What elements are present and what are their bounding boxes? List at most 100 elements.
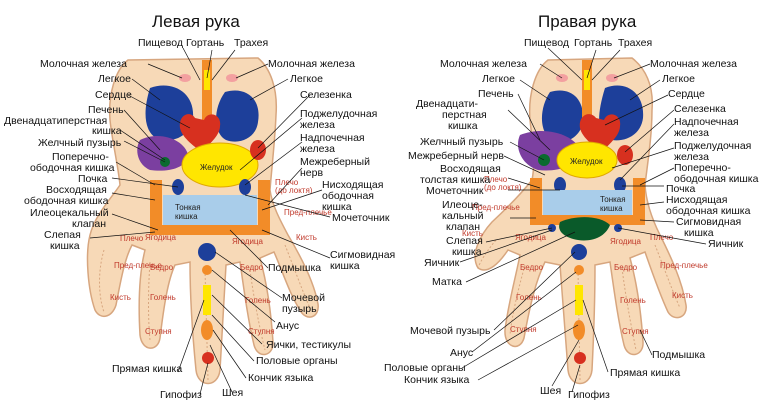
left-leader-lines bbox=[89, 47, 331, 395]
mammary-organ bbox=[179, 74, 191, 82]
label-ileocecal-r3: клапан bbox=[446, 221, 480, 233]
stomach-organ bbox=[181, 142, 259, 188]
left-hand-title: Левая рука bbox=[152, 12, 240, 31]
label-larynx-l: Гортань bbox=[186, 37, 225, 49]
label-lung-l1: Легкое bbox=[98, 73, 131, 85]
left-finger-dotted-lines bbox=[99, 244, 311, 381]
label-ileocecal-r1: Илеоце- bbox=[442, 199, 483, 211]
zone-foot-l: Ступня bbox=[145, 327, 172, 336]
pituitary-organ-r bbox=[574, 352, 586, 364]
label-pituitary-r: Гипофиз bbox=[568, 389, 610, 401]
label-trachea-l: Трахея bbox=[234, 37, 268, 49]
left-lung-organ-r bbox=[541, 90, 584, 142]
pituitary-organ bbox=[202, 352, 214, 364]
mammary-organ-2 bbox=[226, 74, 238, 82]
label-lung-l2: Легкое bbox=[290, 73, 323, 85]
label-duodenum-r2: перстная bbox=[442, 109, 487, 121]
label-mammary-r1: Молочная железа bbox=[440, 58, 527, 70]
uterus-organ bbox=[559, 217, 610, 241]
colon-organ-r bbox=[530, 178, 645, 225]
label-tongue-r: Кончик языка bbox=[404, 374, 469, 386]
mammary-organ-r2 bbox=[606, 74, 618, 82]
right-hand-title: Правая рука bbox=[538, 12, 637, 31]
stomach-label-r: Желудок bbox=[570, 157, 603, 166]
label-ascending-l1: Восходящая bbox=[46, 184, 107, 196]
zone-forearm-r2: Пред-плечье bbox=[660, 261, 708, 270]
label-lung-r2: Легкое bbox=[662, 73, 695, 85]
neck-organ bbox=[201, 320, 213, 340]
label-kidney-r: Почка bbox=[666, 183, 695, 195]
zone-forearm-l2: Пред-плечье bbox=[284, 208, 332, 217]
label-pancreas-l2: железа bbox=[300, 119, 335, 131]
label-rectum-r: Прямая кишка bbox=[610, 367, 680, 379]
zone-shin-r2: Голень bbox=[620, 296, 646, 305]
label-ureter-r: Мочеточник bbox=[426, 185, 484, 197]
small-intestine-label-2: кишка bbox=[175, 212, 198, 221]
label-bladder-l1: Мочевой bbox=[282, 292, 325, 304]
anus-organ bbox=[202, 265, 212, 275]
zone-elbow-r: (до локтя) bbox=[484, 183, 522, 192]
label-spleen-r: Селезенка bbox=[674, 103, 726, 115]
label-blind-l1: Слепая bbox=[44, 229, 81, 241]
label-mammary-l2: Молочная железа bbox=[268, 58, 355, 70]
left-finger-zone-labels: Плечо Пред-плечье Кисть Ягодица Бедро Го… bbox=[110, 178, 332, 336]
label-neck-r: Шея bbox=[540, 385, 561, 397]
label-duodenum-r3: кишка bbox=[448, 120, 478, 132]
label-adrenal-l2: железа bbox=[300, 143, 335, 155]
bladder-organ bbox=[198, 243, 216, 261]
label-ileocecal-r2: кальный bbox=[442, 210, 484, 222]
zone-wrist-l: Кисть bbox=[110, 293, 131, 302]
label-transverse-r2: ободочная кишка bbox=[674, 173, 759, 185]
label-ileocecal-l2: клапан bbox=[72, 218, 106, 230]
label-genitals-r: Половые органы bbox=[384, 362, 466, 374]
heart-organ bbox=[179, 114, 221, 152]
label-genitals-l: Половые органы bbox=[256, 355, 338, 367]
zone-wrist-r: Кисть bbox=[462, 229, 483, 238]
label-mammary-l1: Молочная железа bbox=[40, 58, 127, 70]
label-blind-l2: кишка bbox=[50, 240, 80, 252]
label-ascending-l2: ободочная кишка bbox=[24, 195, 109, 207]
anus-organ-r bbox=[574, 265, 584, 275]
zone-forearm-r: Пред-плечье bbox=[472, 203, 520, 212]
zone-thigh-l: Бедро bbox=[150, 263, 174, 272]
label-intercostal-l2: нерв bbox=[300, 167, 323, 179]
label-transverse-l2: ободочная кишка bbox=[30, 162, 115, 174]
genitals-organ-r bbox=[575, 285, 583, 315]
small-intestine-organ bbox=[163, 195, 257, 225]
label-gallbladder-r: Желчный пузырь bbox=[420, 136, 504, 148]
label-sigmoid-l1: Сигмовидная bbox=[330, 249, 395, 261]
label-trachea-r: Трахея bbox=[618, 37, 652, 49]
zone-thigh-r: Бедро bbox=[520, 263, 544, 272]
label-descending-l1: Нисходящая bbox=[322, 179, 383, 191]
label-gallbladder-l: Желчный пузырь bbox=[38, 137, 122, 149]
bladder-organ-r bbox=[571, 244, 587, 260]
label-pituitary-l: Гипофиз bbox=[160, 389, 202, 401]
label-ovary-l: Яичник bbox=[424, 257, 460, 269]
label-blind-r2: кишка bbox=[452, 246, 482, 258]
label-heart-l: Сердце bbox=[95, 89, 132, 101]
label-mammary-r2: Молочная железа bbox=[650, 58, 737, 70]
label-ureter-l: Мочеточник bbox=[332, 212, 390, 224]
label-ovary-r: Яичник bbox=[708, 238, 744, 250]
label-tongue-l: Кончик языка bbox=[248, 372, 313, 384]
label-uterus: Матка bbox=[432, 276, 462, 288]
label-spleen-l: Селезенка bbox=[300, 89, 352, 101]
label-descending-r2: ободочная кишка bbox=[666, 205, 751, 217]
stomach-organ-r bbox=[556, 141, 618, 179]
label-esophagus-r: Пищевод bbox=[524, 37, 569, 49]
zone-thigh-r2: Бедро bbox=[614, 263, 638, 272]
zone-foot-l2: Ступня bbox=[248, 327, 275, 336]
label-ascending-r1: Восходящая bbox=[440, 163, 501, 175]
label-neck-l: Шея bbox=[222, 387, 243, 399]
label-pancreas-r2: железа bbox=[674, 151, 709, 163]
colon-organ bbox=[150, 180, 270, 235]
label-descending-r1: Нисходящая bbox=[666, 194, 727, 206]
label-sigmoid-r2: кишка bbox=[684, 227, 714, 239]
left-labels: Пищевод Гортань Трахея Молочная железа М… bbox=[4, 37, 395, 401]
zone-shin-r: Голень bbox=[516, 293, 542, 302]
label-rectum-l: Прямая кишка bbox=[112, 363, 182, 375]
label-bladder-l2: пузырь bbox=[282, 303, 317, 315]
small-intestine-label-r2: кишка bbox=[600, 204, 623, 213]
